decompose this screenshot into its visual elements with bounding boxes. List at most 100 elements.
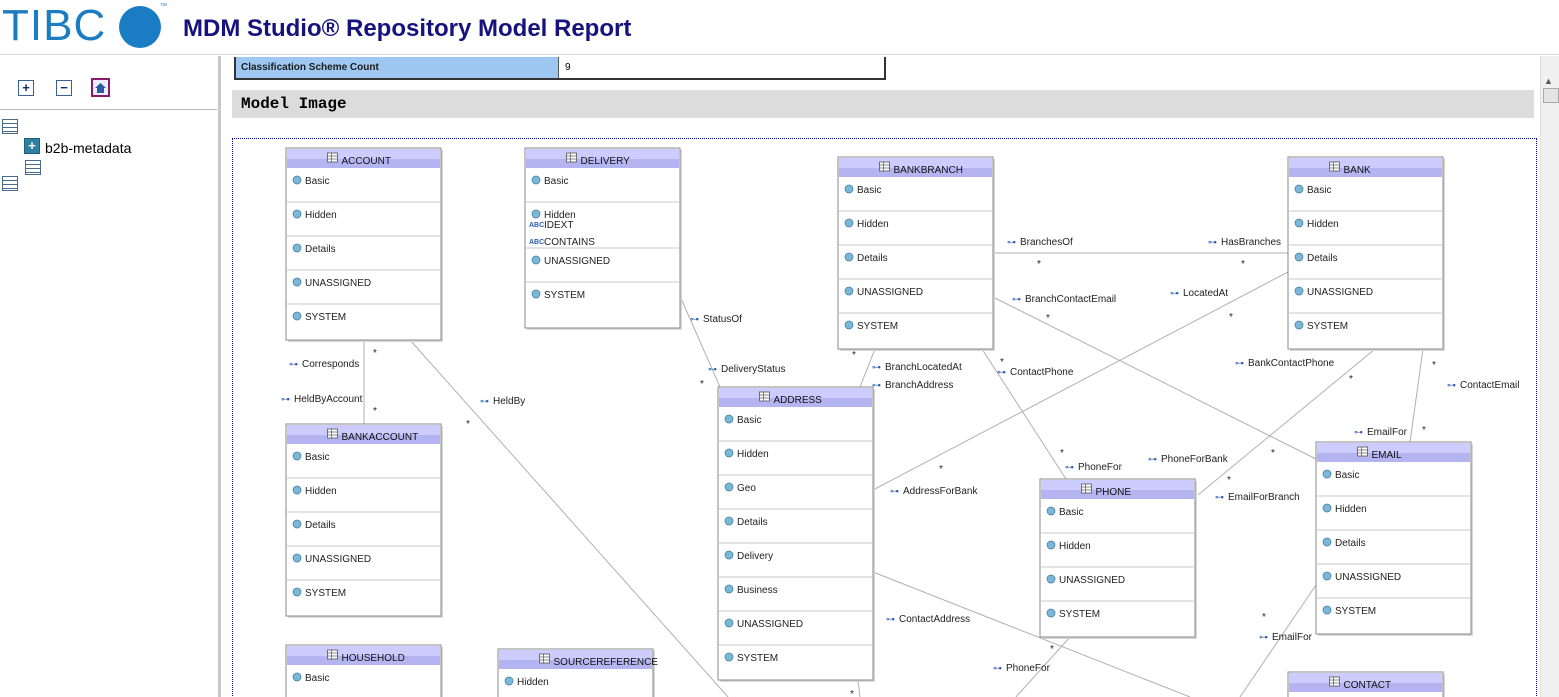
svg-text:HeldByAccount: HeldByAccount xyxy=(294,394,363,405)
attribute-group-icon xyxy=(724,618,734,628)
attribute-group-label: SYSTEM xyxy=(737,653,778,664)
relationship-line xyxy=(981,348,1067,480)
collapse-all-button[interactable]: − xyxy=(56,80,72,96)
attribute-group-label: Basic xyxy=(305,176,329,187)
attribute-group-icon xyxy=(292,209,302,219)
home-button[interactable] xyxy=(91,78,110,97)
attribute-group-label: Hidden xyxy=(544,210,576,221)
relationship-line xyxy=(1239,584,1317,697)
attribute-group-icon xyxy=(531,255,541,265)
svg-text:ContactEmail: ContactEmail xyxy=(1460,380,1519,391)
relationship-icon: ⊶ xyxy=(1170,288,1179,298)
tree-expand-icon[interactable]: + xyxy=(24,138,40,154)
attribute-group-icon xyxy=(292,519,302,529)
logo-o-icon xyxy=(119,6,161,48)
attribute-group-icon xyxy=(292,485,302,495)
attribute-group-icon xyxy=(1322,469,1332,479)
entity-title: BANKBRANCH xyxy=(894,165,963,176)
relationship-icon: ⊶ xyxy=(993,663,1002,673)
multiplicity-mark: * xyxy=(373,406,377,417)
tree-node-b2b-metadata[interactable]: b2b-metadata xyxy=(45,140,132,156)
entity-address[interactable]: ADDRESSBasicHiddenGeoDetailsDeliveryBusi… xyxy=(717,386,875,682)
attribute-group-icon xyxy=(292,311,302,321)
entity-bankbranch[interactable]: BANKBRANCHBasicHiddenDetailsUNASSIGNEDSY… xyxy=(837,156,995,351)
entity-title: SOURCEREFERENCE xyxy=(554,657,659,668)
attribute-group-label: Basic xyxy=(305,673,329,684)
attribute-group-icon xyxy=(844,286,854,296)
attribute-group-icon xyxy=(1322,537,1332,547)
attribute-group-label: Hidden xyxy=(305,486,337,497)
multiplicity-mark: * xyxy=(700,379,704,390)
attribute-group-label: SYSTEM xyxy=(1335,606,1376,617)
attribute-group-icon xyxy=(1294,218,1304,228)
attribute-group-icon xyxy=(1294,286,1304,296)
relationship-icon: ⊶ xyxy=(1065,462,1074,472)
attribute-group-icon xyxy=(724,414,734,424)
attribute-group-icon xyxy=(292,175,302,185)
expand-all-button[interactable]: + xyxy=(18,80,34,96)
attribute-group-icon xyxy=(1046,574,1056,584)
report-header: TIBC ™ MDM Studio® Repository Model Repo… xyxy=(0,0,1559,55)
multiplicity-mark: * xyxy=(373,348,377,359)
home-icon xyxy=(95,83,106,93)
scroll-up-arrow-icon[interactable]: ▲ xyxy=(1544,76,1553,86)
table-icon xyxy=(25,160,41,175)
attribute-group-icon xyxy=(724,550,734,560)
attribute-group-label: Business xyxy=(737,585,778,596)
count-label: Classification Scheme Count xyxy=(236,57,559,78)
entity-title: PHONE xyxy=(1096,487,1132,498)
scroll-thumb[interactable] xyxy=(1543,88,1559,103)
vertical-scrollbar[interactable]: ▲ xyxy=(1540,56,1559,697)
relationship-label-heldby: ⊶HeldBy xyxy=(480,396,525,407)
attribute-group-icon xyxy=(724,516,734,526)
multiplicity-mark: * xyxy=(1271,448,1275,459)
relationship-label-branchaddress: ⊶BranchAddress xyxy=(872,380,953,391)
entity-contact[interactable]: CONTACT xyxy=(1287,671,1445,697)
entity-title: ADDRESS xyxy=(774,395,823,406)
string-attribute-icon: ABC xyxy=(529,239,544,246)
attribute-group-label: Hidden xyxy=(857,219,889,230)
relationship-line xyxy=(857,679,861,697)
attribute-group-label: UNASSIGNED xyxy=(305,554,371,565)
relationship-label-bankcontactphone: ⊶BankContactPhone xyxy=(1235,358,1335,369)
attribute-group-icon xyxy=(1046,506,1056,516)
attribute-group-icon xyxy=(292,587,302,597)
attribute-group-label: Basic xyxy=(737,415,761,426)
relationship-line xyxy=(992,296,1317,460)
attribute-group-label: Basic xyxy=(857,185,881,196)
tibco-logo: TIBC xyxy=(2,1,107,50)
entity-bankaccount[interactable]: BANKACCOUNTBasicHiddenDetailsUNASSIGNEDS… xyxy=(285,423,443,618)
attribute-group-icon xyxy=(1322,571,1332,581)
svg-text:EmailForBranch: EmailForBranch xyxy=(1228,492,1300,503)
attribute-group-icon xyxy=(531,289,541,299)
svg-text:AddressForBank: AddressForBank xyxy=(903,486,978,497)
relationship-icon: ⊶ xyxy=(1235,358,1244,368)
svg-text:EmailFor: EmailFor xyxy=(1367,427,1408,438)
attribute-group-label: SYSTEM xyxy=(305,588,346,599)
attribute-group-label: SYSTEM xyxy=(1059,609,1100,620)
attribute-group-label: Details xyxy=(305,520,336,531)
entity-title: BANK xyxy=(1344,165,1372,176)
section-title: Model Image xyxy=(232,90,1534,118)
relationship-line xyxy=(859,348,876,388)
attribute-group-label: UNASSIGNED xyxy=(1335,572,1401,583)
attribute-label: CONTAINS xyxy=(544,237,595,248)
multiplicity-mark: * xyxy=(1241,259,1245,270)
attribute-group-label: UNASSIGNED xyxy=(544,256,610,267)
attribute-group-label: Basic xyxy=(305,452,329,463)
attribute-group-icon xyxy=(1322,605,1332,615)
attribute-group-label: UNASSIGNED xyxy=(737,619,803,630)
relationship-label-contactaddress: ⊶ContactAddress xyxy=(886,614,970,625)
relationship-icon: ⊶ xyxy=(1447,380,1456,390)
attribute-group-label: Basic xyxy=(1335,470,1359,481)
svg-text:ContactAddress: ContactAddress xyxy=(899,614,970,625)
entity-account[interactable]: ACCOUNTBasicHiddenDetailsUNASSIGNEDSYSTE… xyxy=(285,147,443,342)
entity-title: EMAIL xyxy=(1372,450,1402,461)
model-image-frame: ⊶Corresponds⊶HeldByAccount⊶HeldBy⊶Status… xyxy=(232,138,1537,697)
